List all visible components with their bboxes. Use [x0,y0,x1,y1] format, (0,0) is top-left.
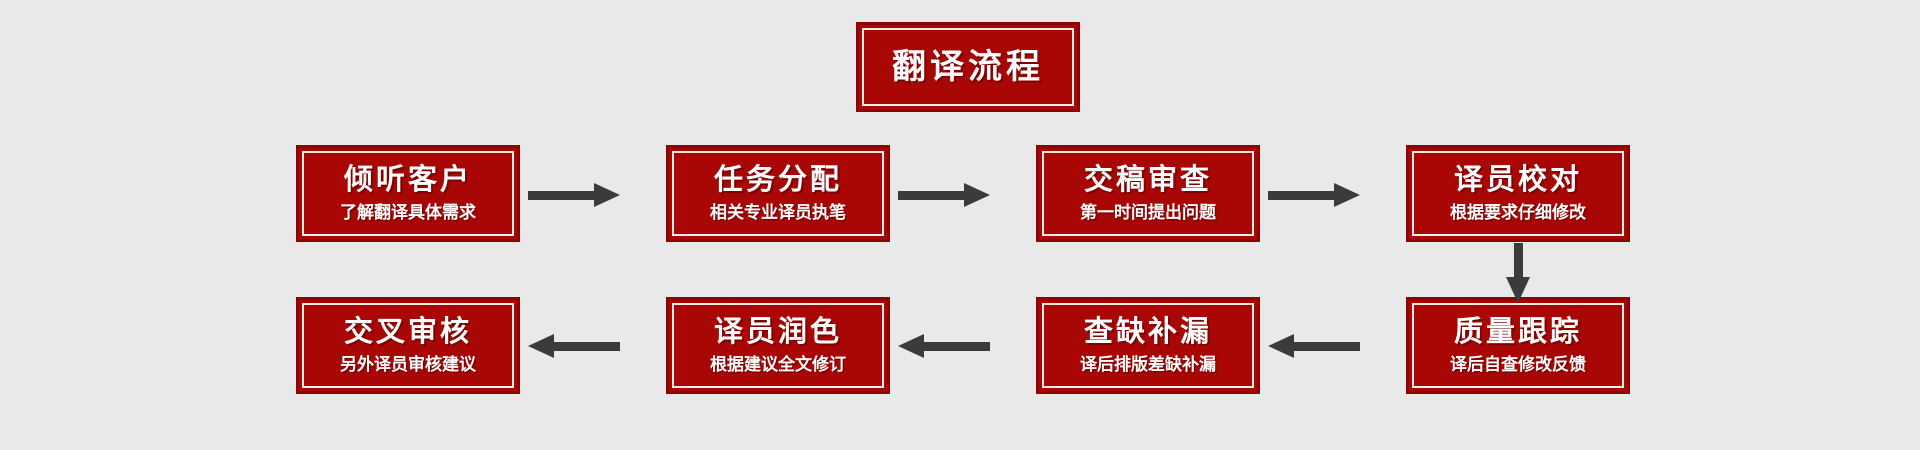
step-8-headline: 交叉审核 [343,316,472,348]
arrow-shaft [1514,243,1523,279]
step-box-1[interactable]: 倾听客户 了解翻译具体需求 [296,145,520,242]
arrow-down-icon-4-to-5 [1501,243,1535,303]
step-box-2[interactable]: 任务分配 相关专业译员执笔 [666,145,890,242]
flowchart-title-text: 翻译流程 [892,48,1044,86]
step-box-1-inner: 倾听客户 了解翻译具体需求 [302,151,514,236]
step-box-3-inner: 交稿审查 第一时间提出问题 [1042,151,1254,236]
flowchart-title-box: 翻译流程 [856,22,1080,112]
arrow-shaft [898,191,966,200]
arrow-right-icon-2-to-3 [898,178,990,212]
step-box-3[interactable]: 交稿审查 第一时间提出问题 [1036,145,1260,242]
arrow-head [1506,277,1530,303]
step-3-subline: 第一时间提出问题 [1080,203,1216,222]
arrow-head [898,334,924,358]
flowchart-title-inner: 翻译流程 [862,28,1074,106]
arrow-shaft [1268,191,1336,200]
arrow-shaft [922,342,990,351]
step-box-2-inner: 任务分配 相关专业译员执笔 [672,151,884,236]
step-2-headline: 任务分配 [713,164,842,196]
step-5-headline: 质量跟踪 [1453,316,1582,348]
arrow-left-icon-7-to-8 [528,329,620,363]
step-3-headline: 交稿审查 [1083,164,1212,196]
arrow-shaft [528,191,596,200]
arrow-shaft [1292,342,1360,351]
step-box-6[interactable]: 查缺补漏 译后排版差缺补漏 [1036,297,1260,394]
arrow-head [594,183,620,207]
step-box-8-inner: 交叉审核 另外译员审核建议 [302,303,514,388]
arrow-right-icon-3-to-4 [1268,178,1360,212]
step-7-headline: 译员润色 [713,316,842,348]
step-8-subline: 另外译员审核建议 [340,355,476,374]
arrow-head [964,183,990,207]
step-5-subline: 译后自查修改反馈 [1450,355,1586,374]
step-7-subline: 根据建议全文修订 [710,355,846,374]
arrow-shaft [552,342,620,351]
step-4-subline: 根据要求仔细修改 [1450,203,1586,222]
step-box-4-inner: 译员校对 根据要求仔细修改 [1412,151,1624,236]
step-box-5[interactable]: 质量跟踪 译后自查修改反馈 [1406,297,1630,394]
arrow-right-icon-1-to-2 [528,178,620,212]
step-6-headline: 查缺补漏 [1083,316,1212,348]
step-box-7[interactable]: 译员润色 根据建议全文修订 [666,297,890,394]
arrow-head [1334,183,1360,207]
arrow-head [1268,334,1294,358]
step-2-subline: 相关专业译员执笔 [710,203,846,222]
step-box-7-inner: 译员润色 根据建议全文修订 [672,303,884,388]
step-box-6-inner: 查缺补漏 译后排版差缺补漏 [1042,303,1254,388]
step-6-subline: 译后排版差缺补漏 [1080,355,1216,374]
step-box-8[interactable]: 交叉审核 另外译员审核建议 [296,297,520,394]
arrow-head [528,334,554,358]
arrow-left-icon-6-to-7 [898,329,990,363]
step-1-headline: 倾听客户 [343,164,472,196]
step-box-4[interactable]: 译员校对 根据要求仔细修改 [1406,145,1630,242]
step-4-headline: 译员校对 [1453,164,1582,196]
step-box-5-inner: 质量跟踪 译后自查修改反馈 [1412,303,1624,388]
arrow-left-icon-5-to-6 [1268,329,1360,363]
step-1-subline: 了解翻译具体需求 [340,203,476,222]
